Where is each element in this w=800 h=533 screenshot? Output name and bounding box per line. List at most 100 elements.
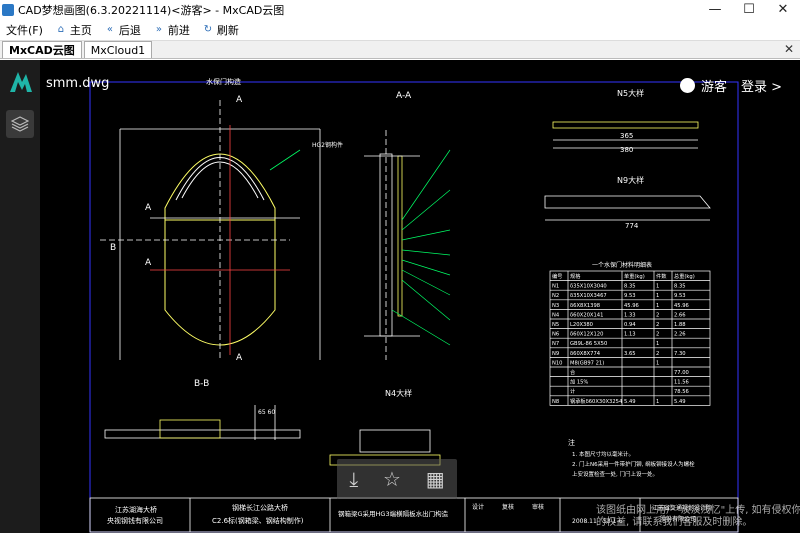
- table-cell: N1: [552, 284, 559, 290]
- tb-project: 钢梯长江公路大桥: [232, 503, 288, 512]
- login-link[interactable]: 登录 >: [741, 76, 782, 95]
- table-cell: 7.30: [674, 351, 686, 357]
- table-cell: δ60X12X120: [570, 332, 603, 338]
- table-cell: 77.00: [674, 370, 689, 376]
- qrcode-icon[interactable]: ▦: [426, 467, 445, 491]
- menu-home[interactable]: ⌂主页: [49, 19, 98, 41]
- table-cell: δ35X10X3040: [570, 284, 607, 290]
- table-cell: 45.96: [624, 303, 639, 309]
- copyright-watermark: 该图纸由网上用户"淡淡浅忆"上传, 如有侵权你的权益, 请联系我们客服及时删除。: [596, 505, 800, 529]
- user-area: 游客 登录 >: [680, 76, 782, 95]
- maximize-button[interactable]: ☐: [732, 0, 766, 19]
- download-icon[interactable]: ⤓: [349, 467, 358, 491]
- menu-forward-label: 前进: [168, 22, 190, 38]
- table-cell: 8.35: [674, 284, 686, 290]
- table-cell: 1.13: [624, 332, 636, 338]
- table-cell: N6: [552, 332, 559, 338]
- star-icon[interactable]: ☆: [383, 467, 401, 491]
- table-cell: 1: [656, 293, 659, 299]
- tb-company2: 央视钢钱有限公司: [107, 516, 163, 525]
- table-cell: 1.88: [674, 322, 686, 328]
- tab-close-icon[interactable]: ✕: [784, 42, 794, 56]
- tab-mxcloud1[interactable]: MxCloud1: [84, 41, 152, 58]
- table-header-cell: 单重(kg): [624, 272, 645, 280]
- back-icon: «: [104, 24, 116, 36]
- menu-back[interactable]: «后退: [98, 19, 147, 41]
- table-cell: 9.53: [624, 293, 636, 299]
- section-aa-title: A-A: [396, 91, 412, 101]
- menu-home-label: 主页: [70, 22, 92, 38]
- table-cell: 2: [656, 312, 659, 318]
- table-cell: 8.35: [624, 284, 636, 290]
- drain-title: 水保门构造: [206, 77, 241, 86]
- table-cell: 1: [656, 399, 659, 405]
- section-mark-b: B: [110, 243, 116, 253]
- tb-project2: C2.6标(钢箱梁、钢结构制作): [212, 516, 304, 525]
- table-cell: δ6X8X1398: [570, 303, 600, 309]
- table-header-cell: 规格: [570, 272, 581, 280]
- table-cell: N5: [552, 322, 559, 328]
- file-name: smm.dwg: [46, 76, 109, 91]
- hg2-label: HG2钢构件: [312, 141, 343, 149]
- table-cell: 计: [570, 387, 575, 395]
- table-cell: 3.65: [624, 351, 636, 357]
- section-mark-a-left2: A: [145, 258, 152, 268]
- table-cell: 加 15%: [570, 378, 588, 386]
- table-cell: 1: [656, 360, 659, 366]
- layers-icon[interactable]: [6, 110, 34, 138]
- window-title: CAD梦想画图(6.3.20221114)<游客> - MxCAD云图: [18, 2, 698, 18]
- menu-file-label: 文件(F): [6, 22, 43, 38]
- dim-380: 380: [620, 146, 633, 154]
- table-cell: 2: [656, 322, 659, 328]
- mxcad-logo-icon[interactable]: [8, 68, 34, 94]
- section-mark-a-left: A: [145, 203, 152, 213]
- close-button[interactable]: ✕: [766, 0, 800, 19]
- tab-mxcad[interactable]: MxCAD云图: [2, 41, 82, 58]
- menu-refresh[interactable]: ↻刷新: [196, 19, 245, 41]
- table-cell: 78.56: [674, 389, 689, 395]
- table-cell: N8: [552, 399, 559, 405]
- bottom-toolbar: ⤓ ☆ ▦: [337, 459, 457, 499]
- note-3: 上安设置检查一处, 门闩上设一处。: [572, 470, 658, 478]
- menu-bar: 文件(F) ⌂主页 «后退 »前进 ↻刷新: [0, 19, 800, 41]
- menu-file[interactable]: 文件(F): [0, 19, 49, 41]
- table-cell: 2.66: [674, 312, 686, 318]
- n9-detail: [545, 196, 710, 220]
- n9-detail-title: N9大样: [617, 175, 644, 185]
- table-cell: N10: [552, 360, 562, 366]
- table-cell: 9.53: [674, 293, 686, 299]
- table-cell: 1: [656, 284, 659, 290]
- tb-company: 江苏湖海大桥: [115, 505, 157, 514]
- table-cell: δ35X10X3467: [570, 293, 607, 299]
- table-cell: 5.49: [674, 399, 686, 405]
- forward-icon: »: [153, 24, 165, 36]
- front-view-outline: [100, 100, 320, 360]
- table-cell: δ60X20X141: [570, 312, 603, 318]
- section-aa: [364, 130, 420, 360]
- table-cell: 2: [656, 332, 659, 338]
- tb-drawing-name: 钢箱梁G采用HG3端横隔板水出门构造: [338, 509, 449, 518]
- minimize-button[interactable]: —: [698, 0, 732, 19]
- material-table: 编号规格单重(kg)件数总重(kg)N1δ35X10X30408.3518.35…: [550, 271, 710, 405]
- left-toolbar: [0, 60, 40, 533]
- table-cell: 合: [570, 368, 576, 376]
- note-head: 注: [568, 438, 575, 447]
- menu-refresh-label: 刷新: [217, 22, 239, 38]
- tb-review: 复核: [502, 503, 514, 511]
- menu-back-label: 后退: [119, 22, 141, 38]
- table-title: 一个水保门材料明细表: [592, 261, 652, 269]
- table-cell: 45.96: [674, 303, 689, 309]
- table-cell: N9: [552, 351, 559, 357]
- table-cell: 0.94: [624, 322, 636, 328]
- n4-detail-title: N4大样: [385, 388, 412, 398]
- table-cell: 5.49: [624, 399, 636, 405]
- table-cell: 2.26: [674, 332, 686, 338]
- note-1: 1. 本图尺寸均以毫米计。: [572, 450, 634, 458]
- tb-design: 设计: [472, 503, 484, 511]
- menu-forward[interactable]: »前进: [147, 19, 196, 41]
- table-cell: N4: [552, 312, 560, 318]
- section-mark-a-top: A: [236, 95, 243, 105]
- tb-date: 2008.11: [572, 518, 597, 525]
- dim-6560: 65 60: [258, 409, 275, 416]
- avatar[interactable]: [680, 78, 695, 93]
